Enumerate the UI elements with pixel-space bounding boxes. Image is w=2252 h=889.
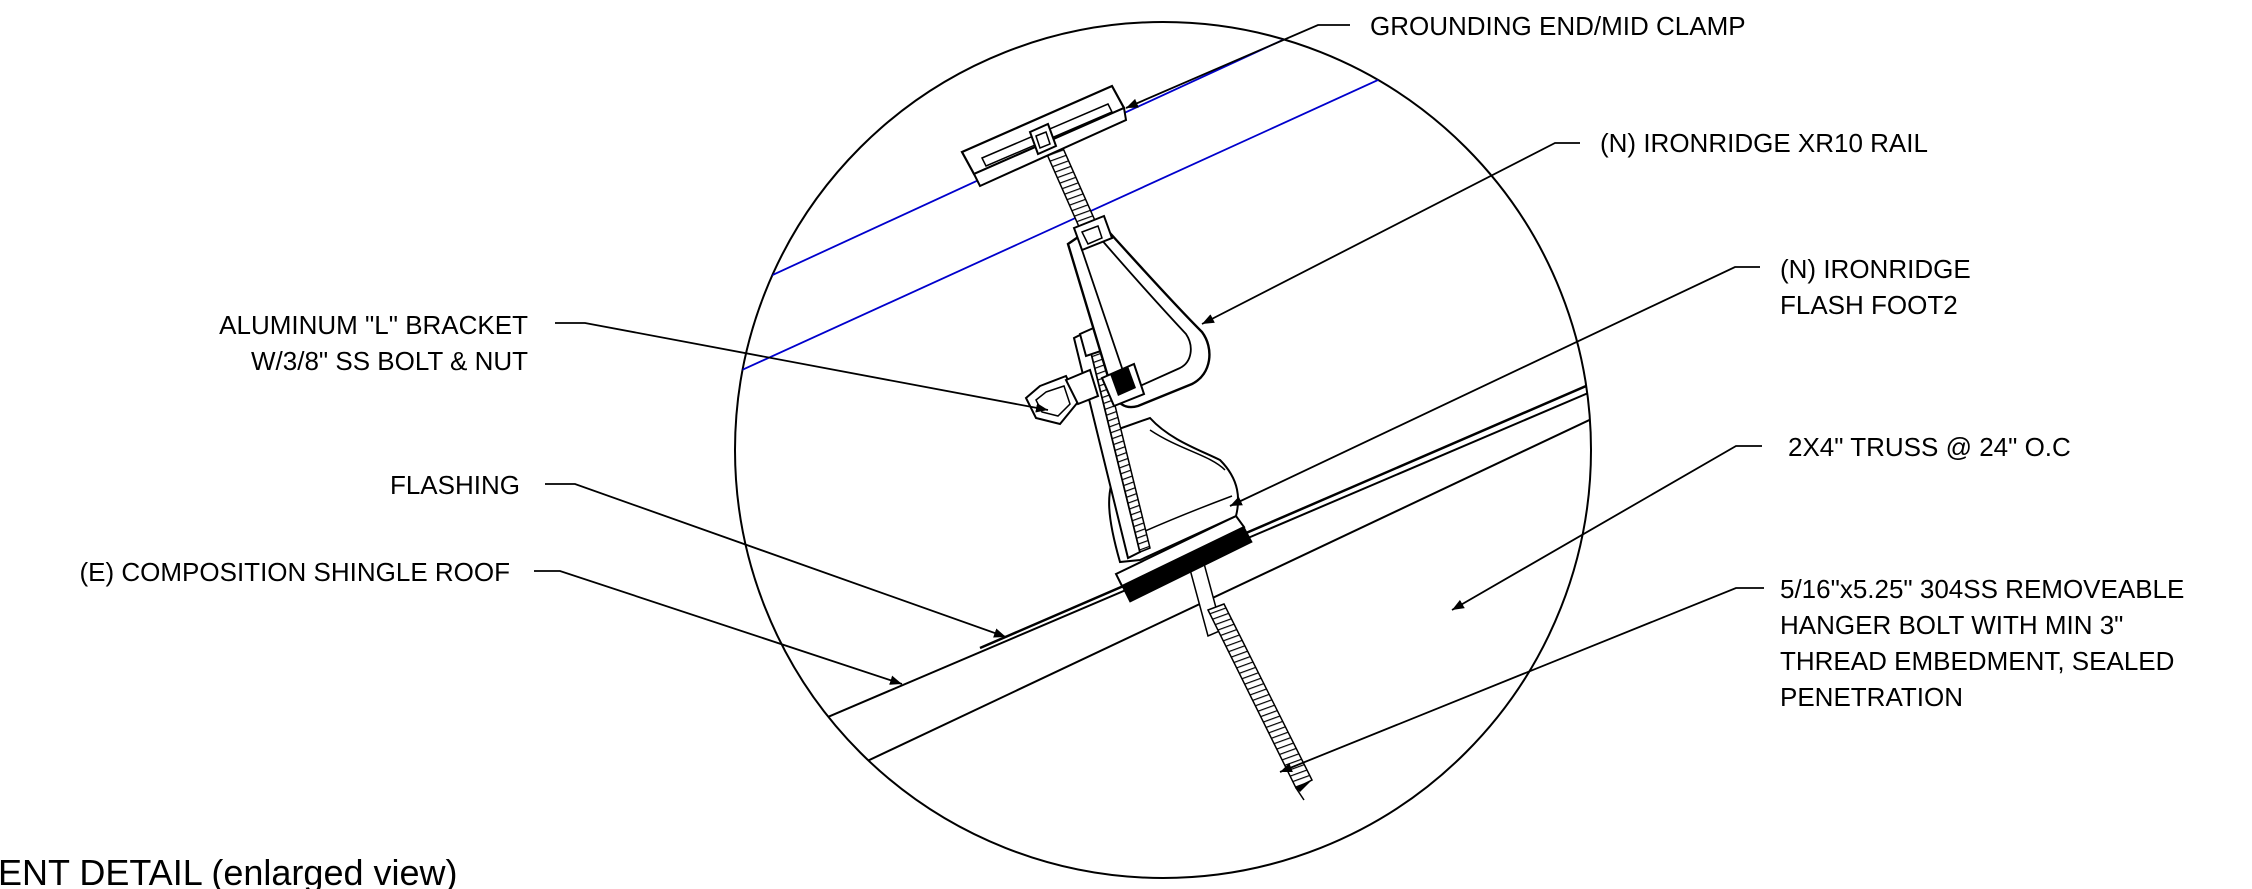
grounding-clamp (960, 84, 1128, 188)
label-flash-foot-line1: (N) IRONRIDGE (1780, 254, 1971, 284)
label-l-bracket-line2: W/3/8" SS BOLT & NUT (251, 346, 528, 376)
module-bottom-edge (735, 69, 1401, 381)
label-hanger-line1: 5/16"x5.25" 304SS REMOVEABLE (1780, 574, 2184, 604)
label-hanger-line3: THREAD EMBEDMENT, SEALED (1780, 646, 2174, 676)
detail-circle (734, 21, 1592, 879)
label-hanger-line2: HANGER BOLT WITH MIN 3" (1780, 610, 2123, 640)
label-shingle-roof: (E) COMPOSITION SHINGLE ROOF (80, 557, 510, 587)
detail-title: ENT DETAIL (enlarged view) (0, 852, 458, 889)
label-grounding-clamp: GROUNDING END/MID CLAMP (1370, 11, 1746, 41)
label-hanger-line4: PENETRATION (1780, 682, 1963, 712)
leader-hanger-bolt (1279, 587, 1764, 773)
leader-truss (1451, 445, 1762, 611)
xr10-rail (1066, 220, 1211, 409)
leader-grounding-clamp (1125, 24, 1350, 109)
leader-l-bracket (555, 322, 1049, 413)
label-truss: 2X4" TRUSS @ 24" O.C (1788, 432, 2071, 462)
leader-flashing (545, 483, 1007, 638)
label-flashing: FLASHING (390, 470, 520, 500)
flashing-line (979, 378, 1591, 650)
clamp-bolt (1044, 145, 1114, 252)
label-flash-foot-line2: FLASH FOOT2 (1780, 290, 1958, 320)
bracket-bolt-nut (1024, 368, 1100, 426)
leaders (534, 24, 1764, 773)
label-xr10-rail: (N) IRONRIDGE XR10 RAIL (1600, 128, 1928, 158)
hanger-bolt (1187, 554, 1314, 801)
leader-flash-foot (1229, 266, 1760, 507)
label-l-bracket-line1: ALUMINUM "L" BRACKET (219, 310, 528, 340)
leader-shingle-roof (534, 570, 903, 685)
leader-xr10-rail (1201, 142, 1580, 325)
truss-bottom-line (900, 560, 1600, 889)
